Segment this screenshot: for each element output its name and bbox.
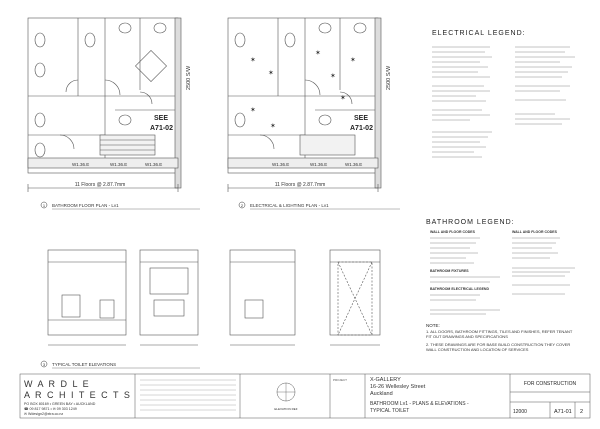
floor-plan-title: BATHROOM FLOOR PLAN - Lv1 [52, 203, 119, 208]
bathroom-legend-title: BATHROOM LEGEND: [426, 219, 515, 226]
notes-heading: NOTE: [426, 323, 440, 328]
elec-wall-label-3: W1.36.E [345, 162, 362, 167]
status-stamp: FOR CONSTRUCTION [524, 381, 577, 387]
elec-wall-label-2: W1.36.E [310, 162, 327, 167]
svg-text:✶: ✶ [315, 49, 321, 57]
elec-dimension-label: 11 Floors @ 2.87.7mm [275, 182, 326, 188]
sheet-number: A71-01 [554, 409, 572, 415]
project-name: X-GALLERY [370, 377, 401, 383]
floor-wall-label-3: W1.36.E [145, 162, 162, 167]
electrical-legend-title: ELECTRICAL LEGEND: [432, 30, 526, 37]
floor-wall-label-1: W1.36.E [72, 162, 89, 167]
firm-name-line2: A R C H I T E C T S [24, 390, 131, 400]
firm-email: ✉ Wdesign2@xtra.co.nz [24, 412, 63, 416]
drawing-title-line1: BATHROOM Lv1 - PLANS & ELEVATIONS - [370, 401, 469, 407]
floor-dimension-label: 11 Floors @ 2.87.7mm [75, 182, 126, 188]
floor-plan-number: 1 [43, 203, 46, 208]
firm-name-line1: W A R D L E [24, 379, 90, 389]
floor-right-dim: 2500 S/W [186, 65, 192, 90]
revision-table [140, 379, 236, 411]
bath-subhead-3: BATHROOM ELECTRICAL LEGEND [430, 287, 489, 291]
elec-plan-number-bubble [238, 201, 246, 209]
title-block [19, 373, 591, 419]
svg-text:✶: ✶ [340, 94, 346, 102]
note-2: 2. THESE DRAWINGS ARE FOR BASE BUILD CON… [426, 342, 571, 352]
svg-text:✶: ✶ [350, 56, 356, 64]
bath-subhead-4: WALL AND FLOOR CODES [512, 230, 558, 234]
svg-text:✶: ✶ [330, 72, 336, 80]
typical-toilet-elevations [47, 249, 381, 346]
note-1: 1. ALL DOORS, BATHROOM FITTINGS, TILES A… [426, 329, 573, 339]
floor-wall-label-2: W1.36.E [110, 162, 127, 167]
bathroom-floor-plan [27, 17, 182, 192]
elec-right-dim: 2500 S/W [386, 65, 392, 90]
light-fitting-symbols: ✶ ✶ ✶ ✶ ✶ ✶ ✶ ✶ [250, 49, 356, 130]
project-street: 16-26 Wellesley Street [370, 384, 426, 390]
elec-plan-title: ELECTRICAL & LIGHTING PLAN - Lv1 [250, 203, 329, 208]
revision-number: 2 [580, 409, 583, 415]
elec-see-ref-2: A71-02 [350, 125, 373, 132]
elevation-ref-label: ELEVATION REF [274, 407, 297, 411]
bathroom-legend-rows [430, 237, 575, 315]
project-label: PROJECT [333, 378, 347, 382]
electrical-legend-rows [432, 46, 575, 158]
firm-address: PO BOX 80169 • GREEN BAY • AUCKLAND [24, 402, 96, 406]
elec-plan-number: 2 [241, 203, 244, 208]
notes-body: 1. ALL DOORS, BATHROOM FITTINGS, TILES A… [426, 329, 573, 352]
svg-text:✶: ✶ [268, 69, 274, 77]
svg-text:✶: ✶ [270, 122, 276, 130]
bath-subhead-2: BATHROOM FIXTURES [430, 269, 469, 273]
floor-see-ref-1: SEE [154, 115, 168, 122]
job-number: 12000 [513, 409, 527, 415]
project-city: Auckland [370, 391, 393, 397]
elec-wall-label-1: W1.36.E [272, 162, 289, 167]
floor-plan-number-bubble [40, 201, 48, 209]
electrical-lighting-plan [227, 17, 382, 192]
drawing-title-line2: TYPICAL TOILET [370, 408, 409, 414]
floor-see-ref-2: A71-02 [150, 125, 173, 132]
elevation-title: TYPICAL TOILET ELEVATIONS [52, 362, 116, 367]
elevation-number-bubble [40, 360, 48, 368]
svg-text:✶: ✶ [250, 56, 256, 64]
svg-text:✶: ✶ [250, 106, 256, 114]
elevation-number: 3 [43, 362, 46, 367]
elec-see-ref-1: SEE [354, 115, 368, 122]
bath-subhead-1: WALL AND FLOOR CODES [430, 230, 476, 234]
firm-phone: ☎ 09 817 9871 • ✉ 09 303 1249 [24, 407, 77, 411]
